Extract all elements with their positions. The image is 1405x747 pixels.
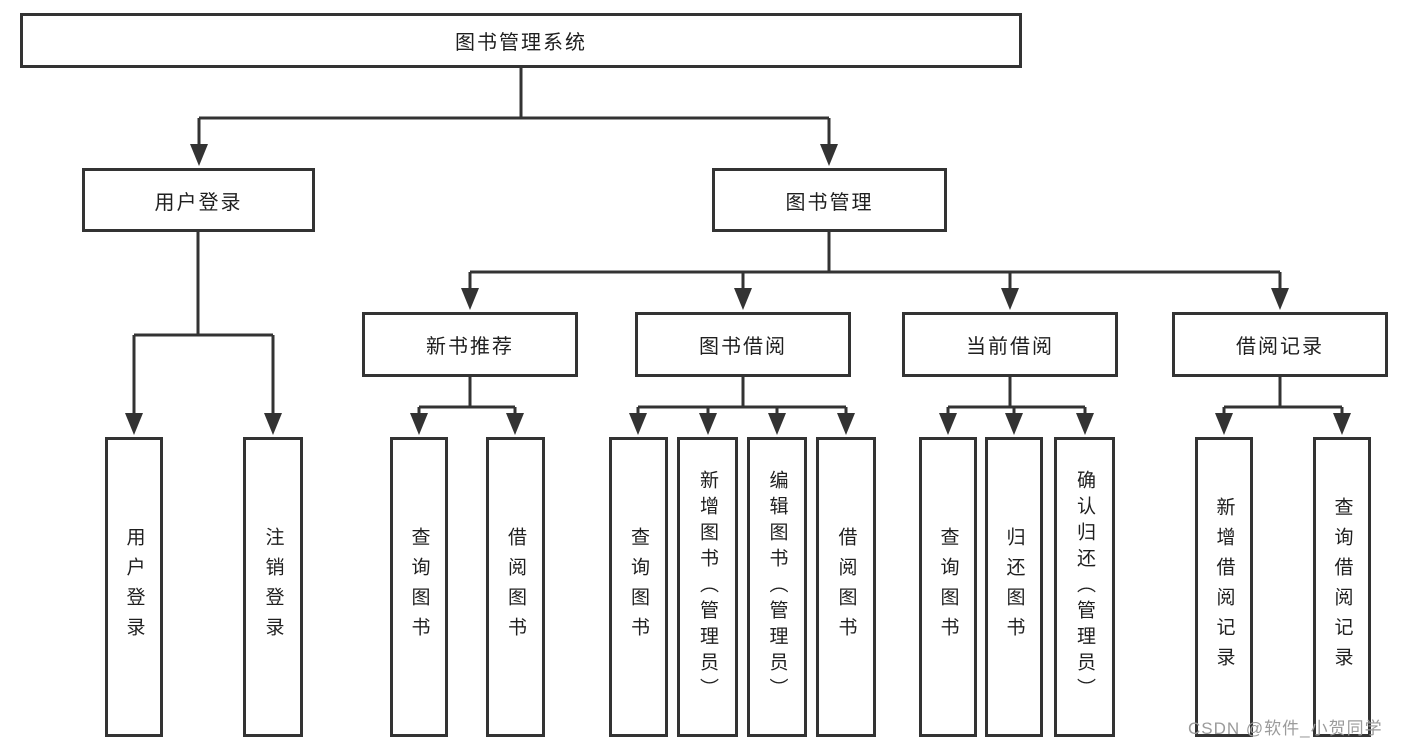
leaf-borrow-book: 借阅图书 xyxy=(816,437,876,737)
node-book-borrow: 图书借阅 xyxy=(635,312,851,377)
node-user-login: 用户登录 xyxy=(82,168,315,232)
leaf-add-borrow-record: 新增借阅记录 xyxy=(1195,437,1253,737)
leaf-edit-book-admin: 编辑图书（管理员） xyxy=(747,437,807,737)
leaf-user-login: 用户登录 xyxy=(105,437,163,737)
leaf-borrow-book-newbook: 借阅图书 xyxy=(486,437,545,737)
leaf-logout: 注销登录 xyxy=(243,437,303,737)
node-root: 图书管理系统 xyxy=(20,13,1022,68)
leaf-return-book: 归还图书 xyxy=(985,437,1043,737)
leaf-query-borrow-record: 查询借阅记录 xyxy=(1313,437,1371,737)
arrowhead-icons xyxy=(125,144,1351,435)
watermark-text: CSDN @软件_小贺同学 xyxy=(1188,719,1383,738)
leaf-query-book-newbook: 查询图书 xyxy=(390,437,448,737)
leaf-add-book-admin: 新增图书（管理员） xyxy=(677,437,738,737)
node-book-management: 图书管理 xyxy=(712,168,947,232)
leaf-query-book-current: 查询图书 xyxy=(919,437,977,737)
node-new-book-recommend: 新书推荐 xyxy=(362,312,578,377)
leaf-confirm-return-admin: 确认归还（管理员） xyxy=(1054,437,1115,737)
node-borrow-record: 借阅记录 xyxy=(1172,312,1388,377)
node-current-borrow: 当前借阅 xyxy=(902,312,1118,377)
leaf-query-book-borrow: 查询图书 xyxy=(609,437,668,737)
